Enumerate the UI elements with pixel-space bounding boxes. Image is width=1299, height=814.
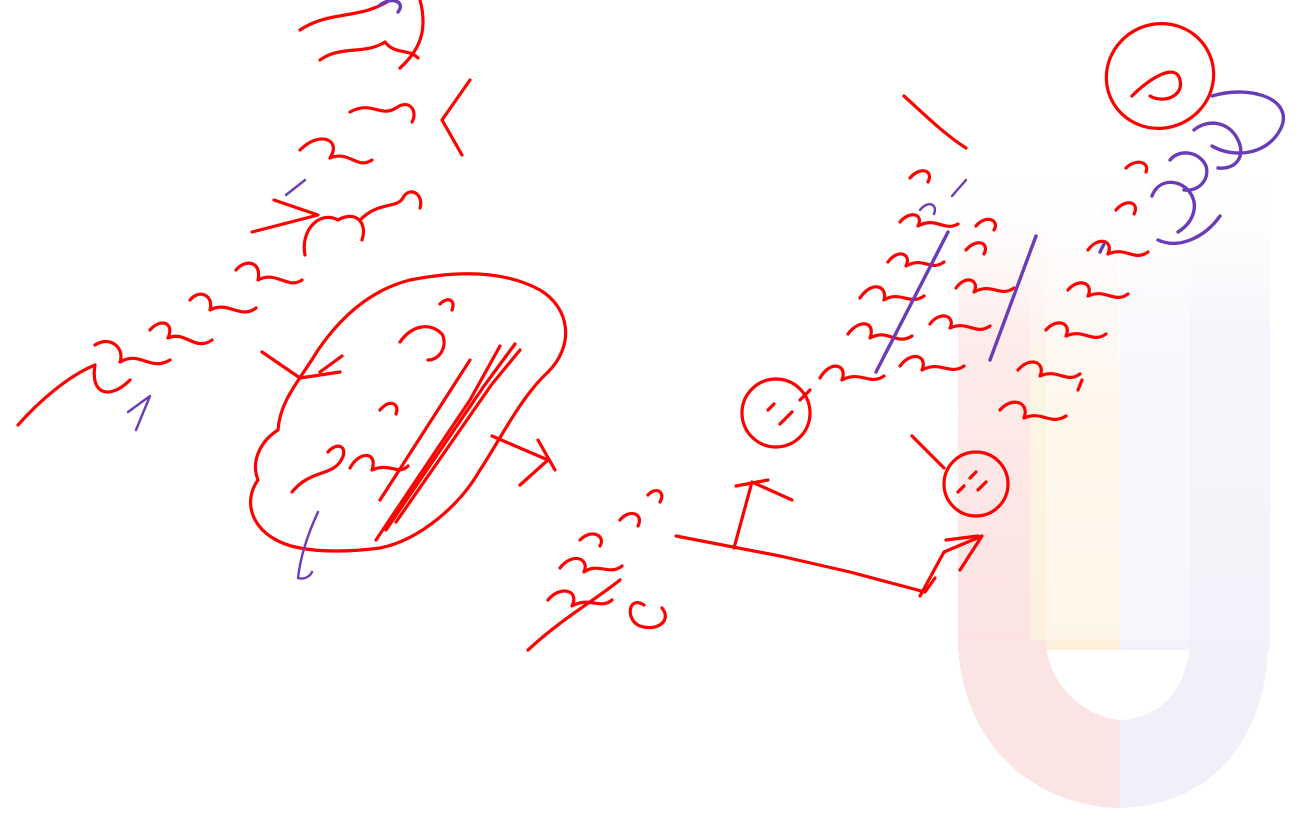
- pen-stroke: [954, 278, 1016, 294]
- pen-stroke: [944, 534, 980, 542]
- pen-stroke: [302, 214, 365, 257]
- pen-stroke: [296, 510, 320, 580]
- pen-stroke: [284, 178, 307, 197]
- pen-stroke: [766, 402, 776, 412]
- pen-stroke: [1156, 214, 1222, 246]
- pen-stroke: [384, 342, 517, 532]
- pen-stroke: [778, 410, 794, 426]
- pen-stroke: [956, 484, 966, 494]
- pen-stroke: [394, 348, 522, 524]
- pen-stroke: [440, 78, 472, 157]
- pen-stroke: [928, 314, 992, 331]
- pen-stroke: [974, 217, 997, 232]
- pen-stroke: [16, 363, 132, 427]
- pen-stroke: [546, 589, 614, 608]
- pen-stroke: [618, 511, 641, 528]
- pen-stroke: [968, 470, 978, 480]
- pen-stroke: [378, 401, 399, 416]
- pen-stroke: [898, 213, 960, 228]
- pen-stroke: [798, 388, 812, 402]
- pen-stroke: [93, 339, 172, 366]
- pen-stroke: [398, 0, 425, 70]
- pen-stroke: [988, 234, 1038, 362]
- pen-stroke: [188, 292, 258, 314]
- pen-stroke: [250, 198, 320, 234]
- pen-stroke: [558, 556, 624, 574]
- pen-stroke: [918, 203, 937, 216]
- pen-stroke: [902, 94, 968, 150]
- pen-stroke: [1098, 242, 1106, 254]
- pen-stroke: [1066, 281, 1130, 299]
- pen-stroke: [1076, 378, 1084, 392]
- pen-stroke: [998, 400, 1068, 421]
- circled-mark: [740, 377, 812, 449]
- pen-stroke: [1124, 160, 1149, 174]
- pen-stroke: [950, 178, 968, 198]
- pen-stroke: [298, 0, 392, 32]
- pen-stroke: [674, 534, 937, 594]
- watermark-inner-gap: [1046, 200, 1190, 640]
- circled-mark: [942, 450, 1010, 518]
- pen-stroke: [1192, 121, 1243, 170]
- pen-stroke: [374, 344, 502, 542]
- pen-stroke: [526, 578, 622, 652]
- watermark-u-bowl-right: [1120, 640, 1268, 808]
- pen-stroke: [818, 364, 886, 382]
- pen-stroke: [628, 601, 667, 630]
- pen-stroke: [378, 358, 472, 502]
- handwriting-layer: [16, 0, 1285, 652]
- pen-stroke: [260, 350, 342, 380]
- pen-stroke: [846, 322, 914, 341]
- pen-stroke: [1150, 180, 1197, 234]
- pen-stroke: [148, 321, 214, 346]
- pen-stroke: [1114, 201, 1137, 216]
- pen-stroke: [578, 532, 603, 548]
- pen-stroke: [358, 190, 423, 222]
- pen-stroke: [318, 354, 344, 374]
- pen-stroke: [1086, 239, 1150, 257]
- u-shaped-logo-watermark: [958, 150, 1270, 808]
- pen-stroke: [908, 169, 931, 184]
- pen-stroke: [1210, 90, 1285, 155]
- circled-region: [248, 272, 568, 553]
- pen-stroke: [378, 0, 402, 14]
- pen-stroke: [1130, 70, 1183, 101]
- pen-stroke: [910, 434, 946, 470]
- circled-mark: [1104, 22, 1216, 130]
- pen-stroke: [964, 241, 987, 256]
- pen-stroke: [976, 480, 988, 492]
- pen-stroke: [298, 137, 374, 165]
- pen-stroke: [290, 444, 346, 494]
- pen-stroke: [536, 438, 557, 472]
- pen-stroke: [1016, 360, 1082, 379]
- pen-stroke: [234, 261, 304, 285]
- watermark-band-right: [1120, 150, 1270, 650]
- pen-stroke: [1168, 151, 1209, 192]
- pen-stroke: [1044, 321, 1108, 339]
- pen-stroke: [126, 394, 152, 432]
- pen-stroke: [886, 252, 946, 268]
- pen-stroke: [874, 230, 950, 374]
- pen-stroke: [438, 298, 455, 312]
- pen-stroke: [646, 489, 664, 504]
- pen-stroke: [318, 40, 420, 62]
- pen-stroke: [918, 534, 984, 598]
- pen-stroke: [732, 480, 794, 550]
- pen-stroke: [348, 102, 416, 124]
- pen-stroke: [734, 478, 770, 488]
- pen-stroke: [398, 325, 446, 362]
- pen-stroke: [898, 354, 966, 372]
- watermark-u-bowl-left: [958, 640, 1120, 808]
